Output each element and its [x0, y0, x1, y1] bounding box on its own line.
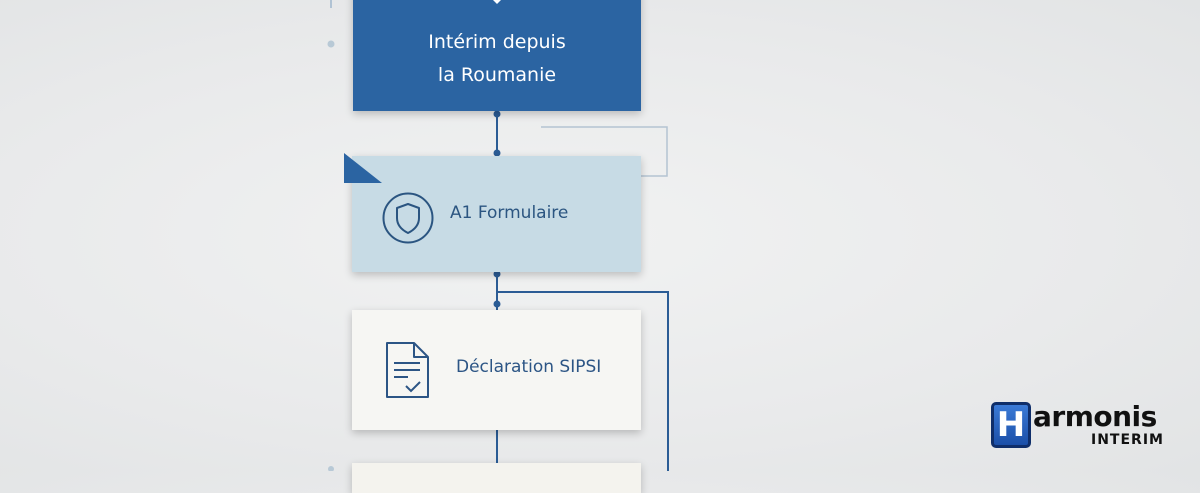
step-interim-roumanie: Intérim depuis la Roumanie — [353, 0, 641, 111]
shield-icon — [382, 192, 434, 244]
connector-dot-3 — [493, 270, 501, 278]
logo-word: armonis — [1033, 400, 1157, 433]
connector-branch-light — [541, 126, 668, 177]
step-sipsi-label: Déclaration SIPSI — [456, 357, 602, 377]
step-a1-formulaire: A1 Formulaire — [344, 153, 641, 272]
connector-dot-5 — [328, 466, 334, 471]
step-declaration-sipsi: Déclaration SIPSI — [352, 310, 641, 430]
logo-letter-box: H — [991, 402, 1031, 448]
logo-subtitle: INTERIM — [1091, 432, 1164, 448]
harmonis-interim-logo: H armonis INTERIM — [991, 400, 1191, 452]
connector-dot-2 — [493, 149, 501, 157]
flow-diagram: Intérim depuis la Roumanie A1 Formulaire… — [327, 0, 669, 493]
step-a1-label: A1 Formulaire — [450, 203, 569, 223]
step-next-partial — [352, 463, 641, 493]
document-check-icon — [386, 342, 429, 398]
connector-dot-1 — [493, 110, 501, 118]
connector-lines — [327, 0, 669, 471]
connector-branch-right — [497, 291, 669, 471]
diamond-badge-icon — [493, 0, 501, 4]
corner-flag-icon — [344, 153, 382, 183]
connector-dot-left — [327, 40, 335, 48]
step-interim-label: Intérim depuis la Roumanie — [428, 31, 566, 86]
connector-dot-4 — [493, 300, 501, 308]
